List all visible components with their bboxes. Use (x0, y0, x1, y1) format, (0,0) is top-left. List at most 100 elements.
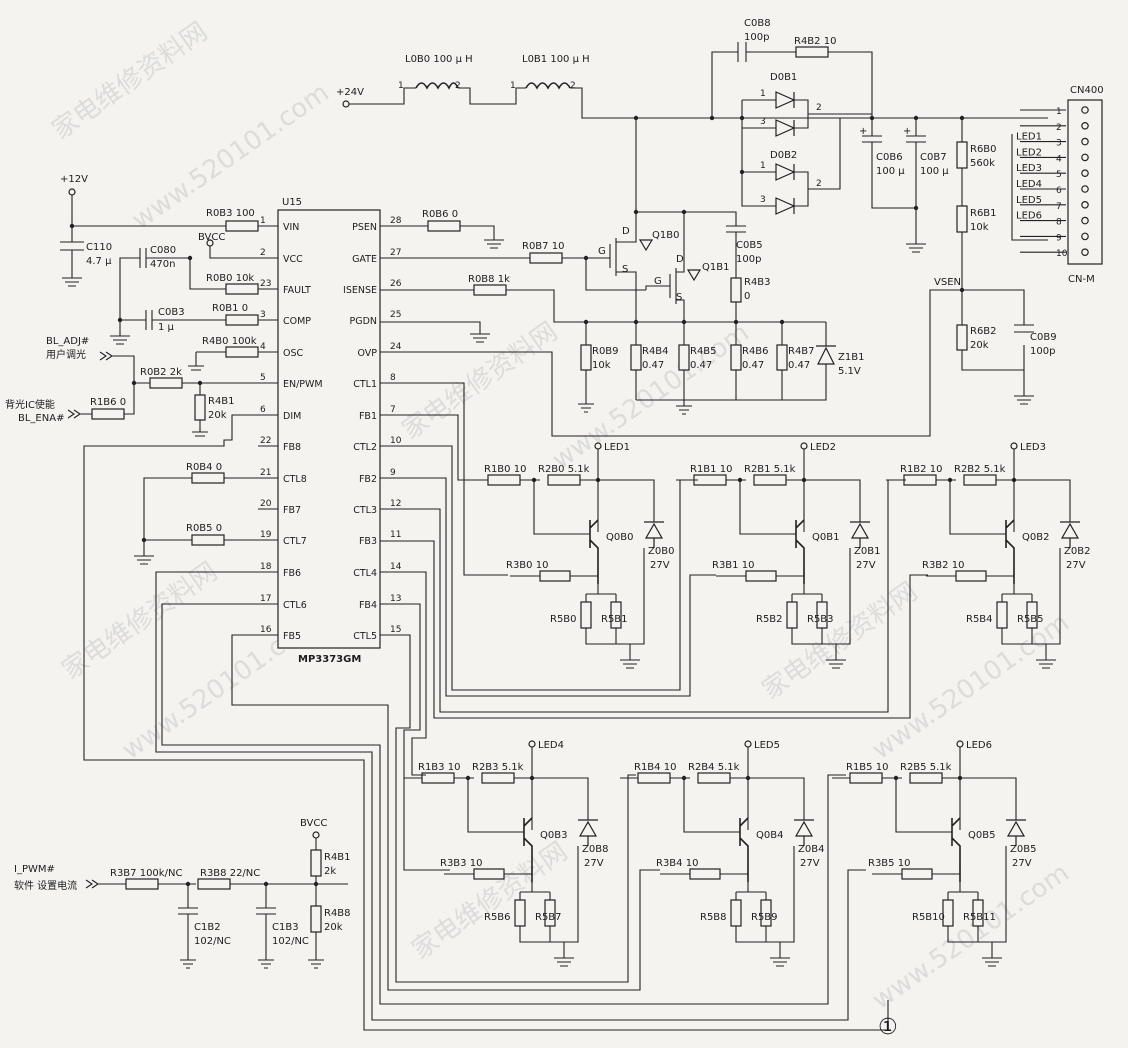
r0b1-label: R0B1 0 (212, 303, 248, 314)
c0b3-label: C0B3 (158, 307, 185, 318)
r6b2-label: R6B2 (970, 326, 997, 337)
connector-pin (1081, 106, 1089, 114)
vcc-24v-label: +24V (336, 87, 364, 98)
connector-ref: CN400 (1070, 85, 1104, 96)
inductor-chain-wire (349, 87, 1048, 119)
ra-label: R5B10 (912, 912, 945, 923)
ic-part-number: MP3373GM (298, 654, 361, 665)
ic-pin-name: FB1 (359, 411, 377, 422)
led-bus-bracket (1011, 134, 1048, 241)
bl-ena-wire (80, 383, 135, 415)
ctl5-route (380, 634, 636, 983)
zener-diode (794, 819, 814, 846)
pgdn-wire (380, 321, 490, 343)
resistor-r0b2 (149, 377, 183, 389)
r4b3-value: 0 (744, 291, 750, 302)
zener-label: Z0B8 (582, 844, 608, 855)
ctl1-route (380, 382, 508, 576)
zener-value: 27V (584, 858, 604, 869)
capacitor-c1b3 (256, 884, 276, 969)
ic-pin-name: CTL8 (283, 474, 307, 485)
rb-label: R5B5 (1017, 614, 1044, 625)
transistor-symbol (589, 519, 599, 584)
resistor-r0b5 (191, 534, 225, 546)
pwm-input-section: I_PWM# 软件 设置电流 R3B7 100k/NC R3B8 22/NC C… (14, 818, 351, 969)
zener-value: 27V (1066, 560, 1086, 571)
mosfet-q1b0 (609, 118, 637, 290)
ic-pin-number: 16 (260, 625, 272, 635)
r4b4-value: 0.47 (642, 360, 664, 371)
resistor-r0b8 (473, 284, 507, 296)
resistor-rb (610, 601, 622, 629)
r4b7-value: 0.47 (788, 360, 810, 371)
resistor-ra (514, 899, 526, 927)
r4b1-value: 2k (324, 866, 336, 877)
ic-pin-number: 19 (260, 530, 272, 540)
ic-pin-name: VCC (283, 254, 303, 265)
led-terminal (528, 740, 536, 748)
c0b8-label: C0B8 (744, 18, 771, 29)
led-label: LED1 (604, 442, 630, 453)
ctl3-route (380, 479, 906, 713)
connector-pin-number: 9 (1056, 233, 1062, 243)
ic-pin-number: 23 (260, 279, 271, 289)
ic-pin-number: 10 (390, 436, 402, 446)
rb-label: R5B1 (601, 614, 628, 625)
channel-wire (676, 449, 861, 532)
left-input-section: +12V R0B3 100 C110 4.7 μ BVCC C080 470n … (5, 174, 278, 565)
zener-label: Z0B1 (854, 546, 880, 557)
r0b9-label: R0B9 (592, 346, 619, 357)
r3b8-label: R3B8 22/NC (200, 868, 260, 879)
ic-pin-number: 14 (390, 562, 402, 572)
transistor-symbol (1005, 519, 1015, 584)
resistor-r2 (753, 474, 787, 486)
c0b9-label: C0B9 (1030, 332, 1057, 343)
ic-pin-number: 20 (260, 499, 272, 509)
c0b9-value: 100p (1030, 346, 1055, 357)
resistor-r4b2 (795, 46, 829, 58)
ic-pin-number: 15 (390, 625, 401, 635)
osc-wire (188, 351, 278, 371)
pin-number: 2 (455, 81, 461, 91)
bl-ena-net: BL_ENA# (18, 413, 64, 424)
r2-label: R2B0 5.1k (538, 464, 590, 475)
connector-led-label: LED6 (1016, 211, 1042, 222)
connector-led-label: LED3 (1016, 163, 1042, 174)
resistor-r3 (745, 570, 777, 582)
plus-sign: + (903, 126, 911, 137)
led-terminal (744, 740, 752, 748)
r0b6-label: R0B6 0 (422, 209, 458, 220)
psen-wire (380, 225, 504, 249)
ic-pin-name: FB6 (283, 568, 301, 579)
ic-pin-name: OVP (357, 348, 377, 359)
vsen-label: VSEN (934, 277, 961, 288)
mosfet-q1b1 (669, 212, 685, 322)
ic-pin-number: 11 (390, 530, 401, 540)
channel-wire (404, 747, 589, 830)
resistor-r0b4 (191, 472, 225, 484)
resistor-r3b7 (125, 878, 159, 890)
diode-network-wire (741, 99, 872, 207)
c080-value: 470n (150, 259, 175, 270)
r0b8-label: R0B8 1k (468, 274, 510, 285)
connector-led-label: LED5 (1016, 195, 1042, 206)
c1b2-label: C1B2 (194, 922, 221, 933)
led-label: LED2 (810, 442, 836, 453)
zener-diode (644, 521, 664, 548)
resistor-r0b0 (225, 283, 259, 295)
resistor-r6b2 (956, 324, 968, 351)
connector-pin-number: 7 (1056, 202, 1062, 212)
ic-pin-number: 1 (260, 216, 266, 226)
zener-label: Z0B4 (798, 844, 824, 855)
resistor-r3 (955, 570, 987, 582)
mosfet-body-diode (686, 269, 702, 282)
d0b2-label: D0B2 (770, 150, 797, 161)
z1b1-value: 5.1V (838, 366, 861, 377)
resistor-r1 (849, 772, 883, 784)
r2-label: R2B2 5.1k (954, 464, 1006, 475)
mosfet-g-label: G (598, 246, 606, 257)
vcc-wire (119, 246, 278, 320)
resistor-r4b8 (310, 905, 322, 933)
